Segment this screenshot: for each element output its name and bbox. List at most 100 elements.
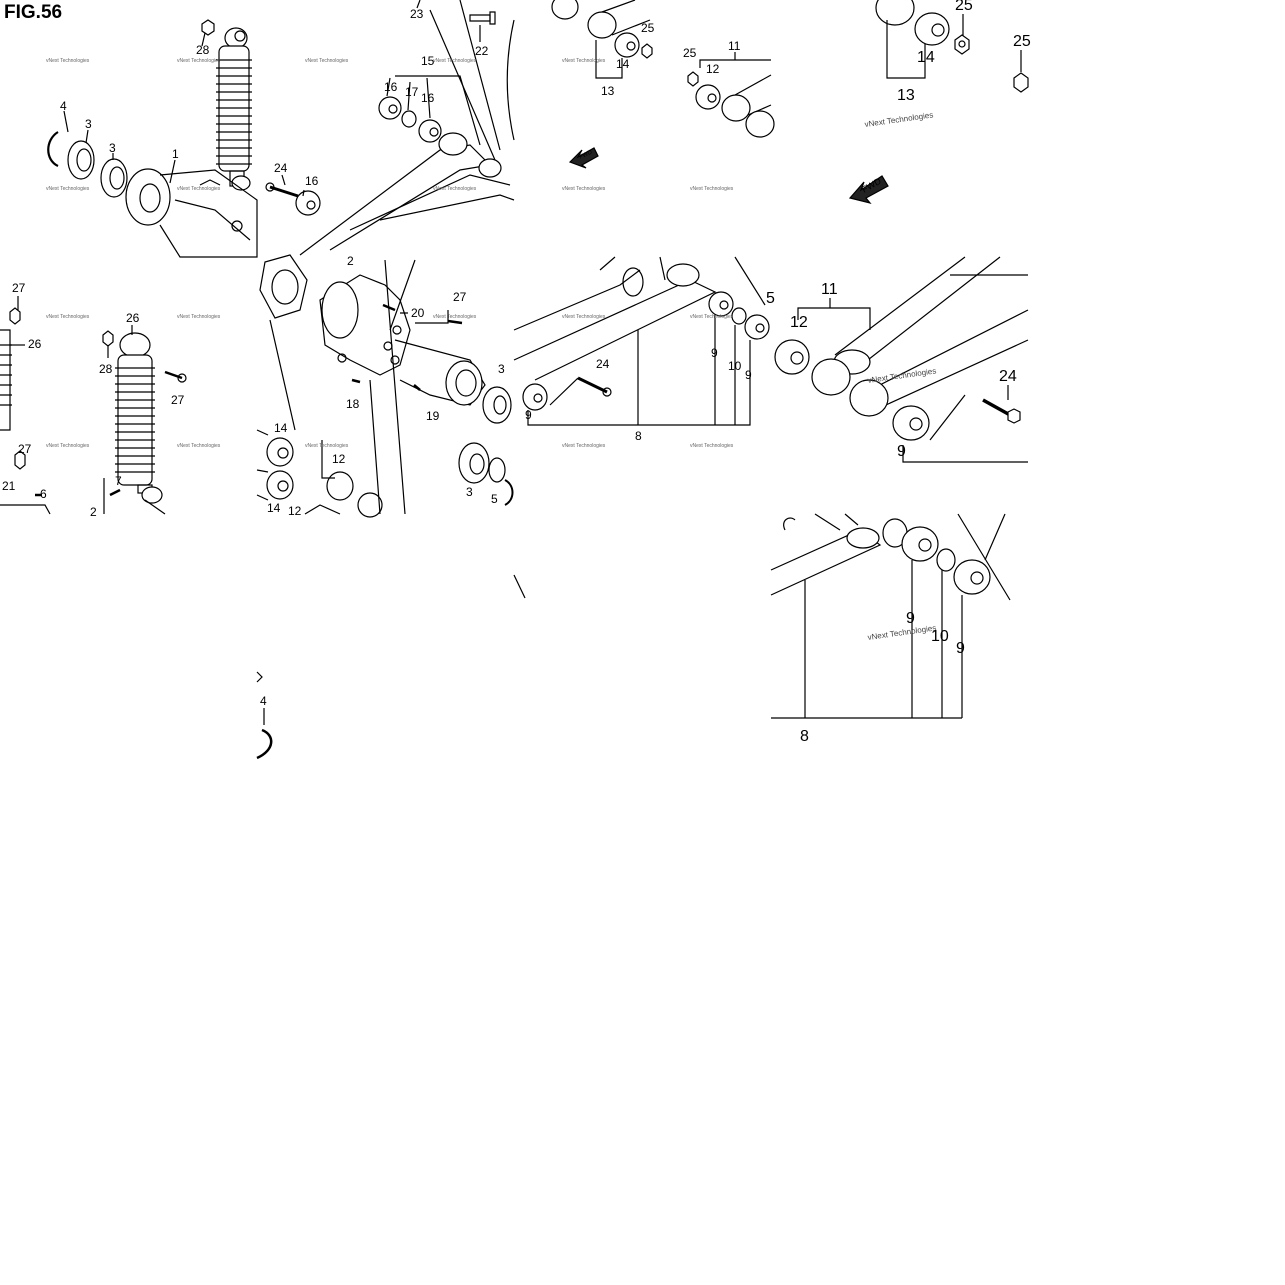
callout-label: 9: [906, 610, 915, 627]
callout-label: 8: [800, 728, 809, 745]
watermark-text: vNext Technologies: [562, 186, 606, 192]
callout-label: 28: [99, 362, 113, 376]
callout-label: 9: [897, 443, 906, 460]
callout-label: 23: [410, 7, 424, 21]
callout-label: 18: [346, 397, 360, 411]
watermark-text: vNext Technologies: [562, 314, 606, 320]
callout-label: 16: [421, 91, 435, 105]
watermark-text: vNext Technologies: [867, 623, 937, 642]
callout-label: 3: [498, 362, 505, 376]
watermark-text: vNext Technologies: [562, 443, 606, 449]
callout-label: 27: [453, 290, 467, 304]
callout-label: 9: [745, 368, 752, 382]
tile-bushings-top-right: [848, 0, 1029, 205]
callout-label: 16: [305, 174, 319, 188]
callout-label: 10: [931, 628, 949, 645]
callout-label: 13: [601, 84, 615, 98]
callout-label: 27: [171, 393, 185, 407]
bushing-part: [953, 559, 991, 595]
nut-part: [641, 43, 653, 59]
callout-label: 1: [172, 147, 179, 161]
callout-label: 26: [28, 337, 42, 351]
bushing-part: [744, 314, 770, 340]
watermark-text: vNext Technologies: [864, 110, 934, 129]
callout-label: 2: [347, 254, 354, 268]
nut-part: [201, 19, 215, 36]
watermark-text: vNext Technologies: [305, 58, 349, 64]
callout-label: 24: [596, 357, 610, 371]
watermark-text: vNext Technologies: [46, 443, 90, 449]
figure-title: FIG.56: [4, 2, 63, 23]
callout-label: 14: [274, 421, 288, 435]
washer-part: [936, 548, 956, 572]
rear-hub-knuckle: [125, 168, 258, 258]
callout-label: 21: [2, 479, 16, 493]
callout-label: 5: [766, 290, 775, 307]
callout-label: 9: [711, 346, 718, 360]
bushing-part: [378, 96, 402, 120]
watermark-text: vNext Technologies: [177, 443, 221, 449]
fwd-arrow-icon: [568, 147, 599, 169]
upper-a-arm: [299, 0, 515, 256]
tile-lower-arm-bottom-right: [770, 513, 1011, 719]
shock-absorber: [216, 27, 252, 191]
bushing-part: [708, 291, 734, 317]
tile-lower-arm-right: [774, 256, 1029, 463]
shock-absorber: [115, 332, 166, 515]
callout-label: 9: [525, 408, 532, 422]
callout-label: 25: [1013, 33, 1031, 50]
callout-label: 11: [821, 281, 838, 298]
bushing-part: [901, 526, 939, 562]
nut-part: [687, 71, 699, 87]
circlip-part: [256, 728, 273, 760]
callout-label: 9: [956, 640, 965, 657]
lower-a-arm: [513, 256, 766, 381]
watermark-text: vNext Technologies: [177, 186, 221, 192]
tile-lower-arm-center: [513, 256, 770, 599]
watermark-text: vNext Technologies: [177, 314, 221, 320]
watermark-text: vNext Technologies: [690, 443, 734, 449]
callout-label: 11: [728, 39, 741, 53]
callouts: 28 4 3 3 1 23 22 15 16 17 16 24 16 25 14…: [2, 0, 1031, 745]
watermark-text: vNext Technologies: [433, 58, 477, 64]
callout-label: 25: [641, 21, 655, 35]
washer-part: [488, 457, 506, 483]
watermark-text: vNext Technologies: [433, 186, 477, 192]
circlip-part: [47, 131, 59, 167]
callout-label: 12: [288, 504, 302, 518]
callout-label: 14: [917, 49, 935, 66]
watermark-text: vNext Technologies: [305, 443, 349, 449]
callout-label: 25: [683, 46, 697, 60]
bushing-part: [892, 405, 930, 441]
tile-upper-arm-top: [265, 0, 515, 256]
callout-label: 14: [616, 57, 630, 71]
callout-label: 26: [126, 311, 140, 325]
bushing-part: [326, 471, 354, 501]
bearing-part: [67, 140, 95, 180]
callout-label: 10: [728, 359, 742, 373]
bushing-part: [774, 339, 810, 375]
watermark-text: vNext Technologies: [433, 314, 477, 320]
bushing-part: [266, 470, 294, 500]
callout-label: 19: [426, 409, 440, 423]
watermark-text: vNext Technologies: [177, 58, 221, 64]
callout-label: 5: [491, 492, 498, 506]
callout-label: 13: [897, 87, 915, 104]
callout-label: 17: [405, 85, 419, 99]
callout-label: 14: [267, 501, 281, 515]
bearing-part: [482, 386, 512, 424]
callout-label: 27: [18, 442, 32, 456]
nut-part: [1013, 72, 1029, 93]
callout-label: 15: [421, 54, 435, 68]
callout-label: 3: [85, 117, 92, 131]
callout-label: 4: [260, 694, 267, 708]
bearing-part: [458, 442, 490, 484]
callout-label: 3: [466, 485, 473, 499]
washer-part: [731, 307, 747, 325]
tile-shock-bottom-left: [0, 296, 187, 515]
callout-label: 20: [411, 306, 425, 320]
callout-label: 24: [274, 161, 288, 175]
fwd-label: FWD: [578, 149, 594, 160]
callout-label: 27: [12, 281, 26, 295]
callout-label: 28: [196, 43, 210, 57]
